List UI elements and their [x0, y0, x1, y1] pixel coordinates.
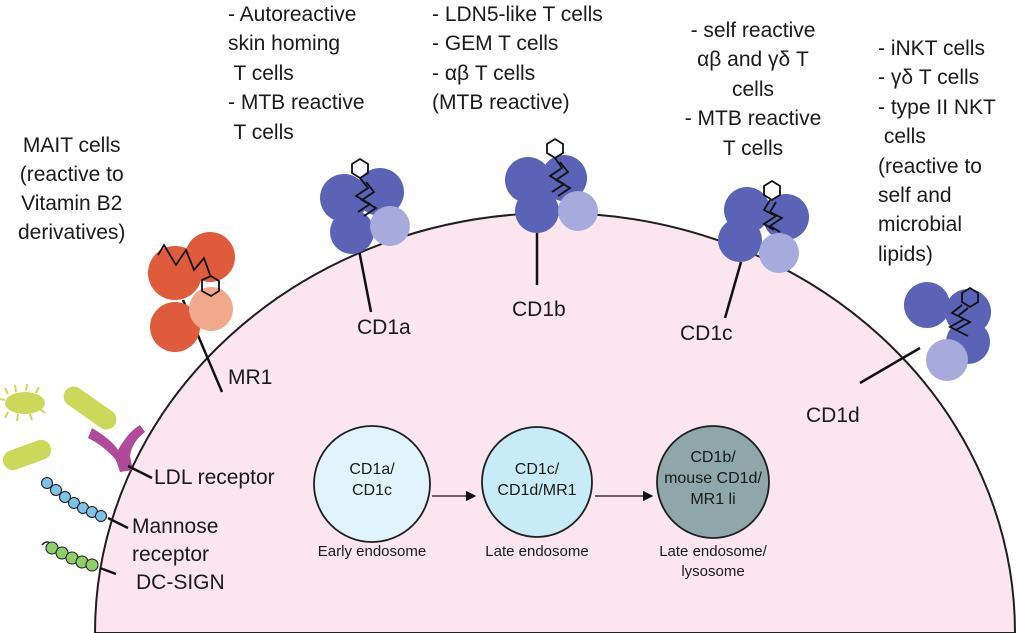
cd1a-beta2m-domain [370, 206, 410, 246]
dc-sign-stalk [99, 566, 117, 576]
cd1c-ligand-ring [763, 179, 781, 202]
ldl-receptor-stalk [127, 464, 153, 480]
ldl-receptor-label: LDL receptor [154, 466, 275, 489]
cd1d-beta2m-domain [926, 339, 968, 381]
cd1b-beta2m-domain [558, 191, 598, 231]
dc-sign-label: DC-SIGN [136, 571, 225, 594]
late-endosome [481, 426, 593, 538]
mr1-label: MR1 [228, 366, 273, 389]
cd1a-t-cells-label: - Autoreactive skin homing T cells - MTB… [228, 3, 365, 144]
cd1a-stalk [356, 244, 373, 313]
cd1c-domain [718, 218, 762, 262]
cd1c-beta2m-domain [759, 233, 799, 273]
cd1b-molecule [505, 137, 598, 285]
cd1c-label: CD1c [680, 322, 733, 345]
cd1d-t-cells-label: - iNKT cells - γδ T cells - type II NKT … [878, 37, 996, 266]
cell-membrane [93, 212, 1017, 633]
mannose-bead [59, 491, 71, 503]
cd1d-ligand-ring [961, 286, 979, 309]
cd1c-molecule [718, 179, 809, 319]
mr1-ligand-ring [201, 274, 220, 298]
mannose-receptor-label: Mannose receptor [132, 515, 219, 567]
cd1b-domain [515, 189, 559, 233]
cd1b-ligand-ring [546, 137, 564, 160]
bacteria [0, 383, 117, 471]
cd1c-ligand-chain [762, 199, 784, 233]
mannose-bead [50, 484, 62, 496]
cd1a-ligand-ring [351, 157, 369, 180]
mannose-receptor-stalk [107, 516, 129, 530]
mait-cells-label: MAIT cells (reactive to Vitamin B2 deriv… [18, 134, 126, 244]
mr1-domain [150, 302, 200, 352]
mannose-bead [68, 497, 80, 509]
cd1c-t-cells-label: - self reactive αβ and γδ T cells - MTB … [684, 19, 822, 160]
early-endosome [313, 425, 431, 543]
cd1a-domain [330, 210, 374, 254]
lysosome-content: CD1b/ mouse CD1d/ MR1 li [664, 449, 762, 508]
cd1a-domain [320, 174, 368, 222]
cd1d-molecule [859, 282, 991, 385]
cd1a-label: CD1a [357, 316, 411, 339]
cd1d-ligand-chain [948, 304, 972, 337]
cd1d-label: CD1d [806, 404, 860, 427]
cd1d-domain [904, 282, 950, 328]
mr1-beta2m-domain [189, 287, 233, 331]
cd1a-molecule [320, 157, 410, 313]
mannose-bead [41, 477, 53, 489]
cd1b-label: CD1b [512, 298, 566, 321]
lysosome [656, 425, 770, 539]
mannose-bead [95, 510, 107, 522]
bacterium-flagellated [5, 392, 45, 414]
cd1a-ligand-chain [354, 177, 378, 217]
cd1c-stalk [723, 261, 743, 319]
late-endosome-caption: Late endosome [485, 543, 589, 560]
mr1-domain [185, 232, 235, 282]
bacterium-flagella [0, 383, 46, 422]
early-endosome-content: CD1a/ CD1c [349, 461, 395, 499]
cd1b-ligand-chain [548, 157, 572, 197]
bacterium-rod [63, 386, 117, 430]
cd1d-stalk [859, 346, 921, 385]
ldl-receptor-shape [88, 425, 145, 472]
early-endosome-caption: Early endosome [317, 543, 427, 560]
lysosome-caption: Late endosome/ lysosome [659, 543, 767, 580]
late-endosome-content: CD1c/ CD1d/MR1 [497, 461, 577, 499]
cd1b-domain [541, 155, 587, 201]
mr1-molecule [148, 232, 235, 393]
dc-sign-bead [85, 558, 99, 572]
mr1-ligand-chain [157, 243, 211, 276]
ldl-receptor [88, 425, 153, 480]
mannose-receptor [41, 477, 129, 530]
dc-sign [41, 541, 117, 576]
cd1b-t-cells-label: - LDN5-like T cells - GEM T cells - αβ T… [432, 3, 603, 115]
bacterium-rod [2, 439, 52, 471]
